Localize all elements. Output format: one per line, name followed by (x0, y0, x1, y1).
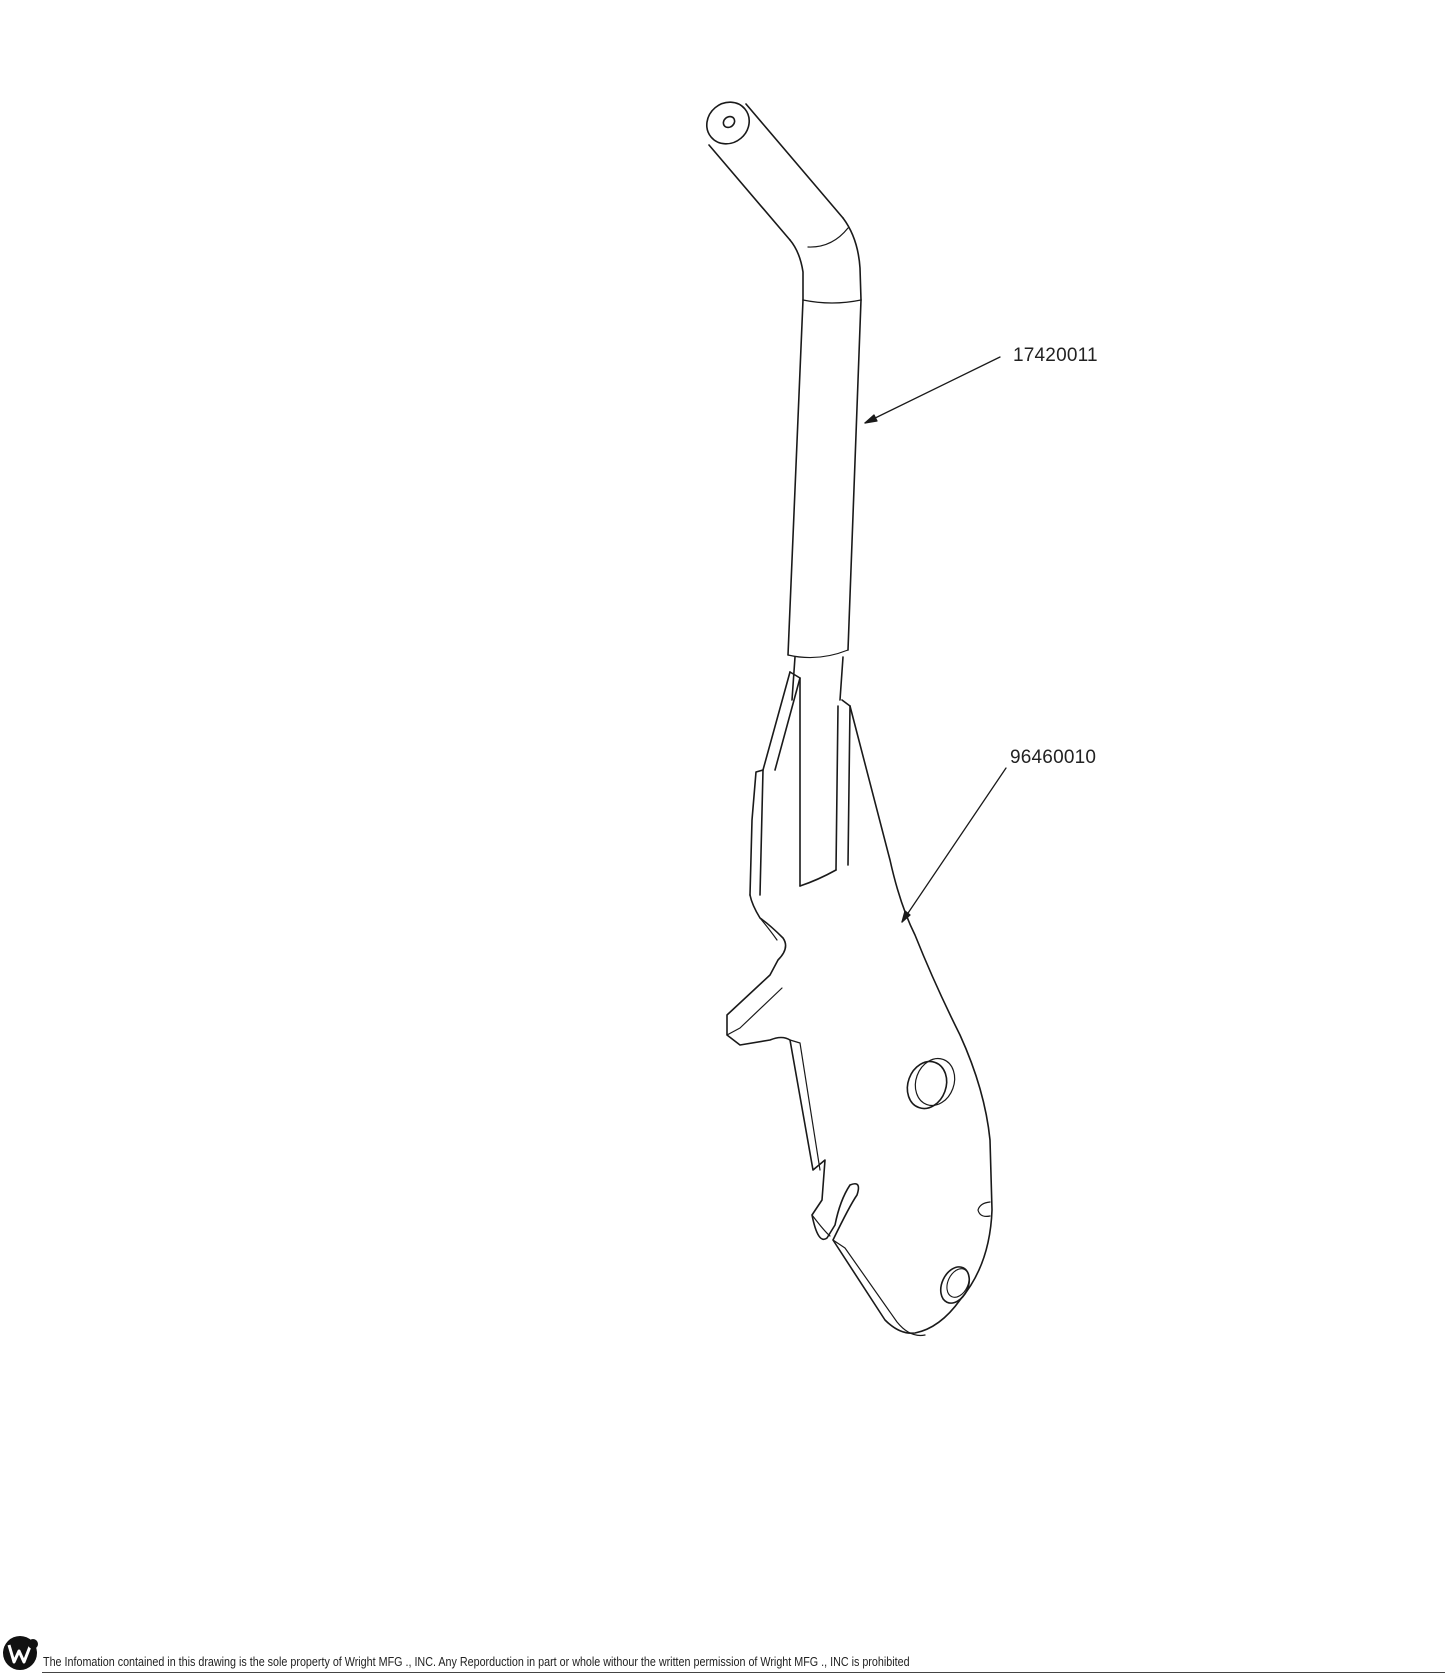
footer: The Infomation contained in this drawing… (0, 1628, 1445, 1677)
part-number-callout: 96460010 (1010, 747, 1097, 768)
part-number-callout: 17420011 (1013, 345, 1098, 366)
bracket-plate (726, 671, 993, 1337)
footer-divider (42, 1672, 1445, 1673)
leader-lines (864, 356, 1007, 923)
copyright-notice: The Infomation contained in this drawing… (43, 1655, 910, 1669)
handle-rod (706, 101, 862, 701)
wright-logo-icon (3, 1636, 38, 1670)
